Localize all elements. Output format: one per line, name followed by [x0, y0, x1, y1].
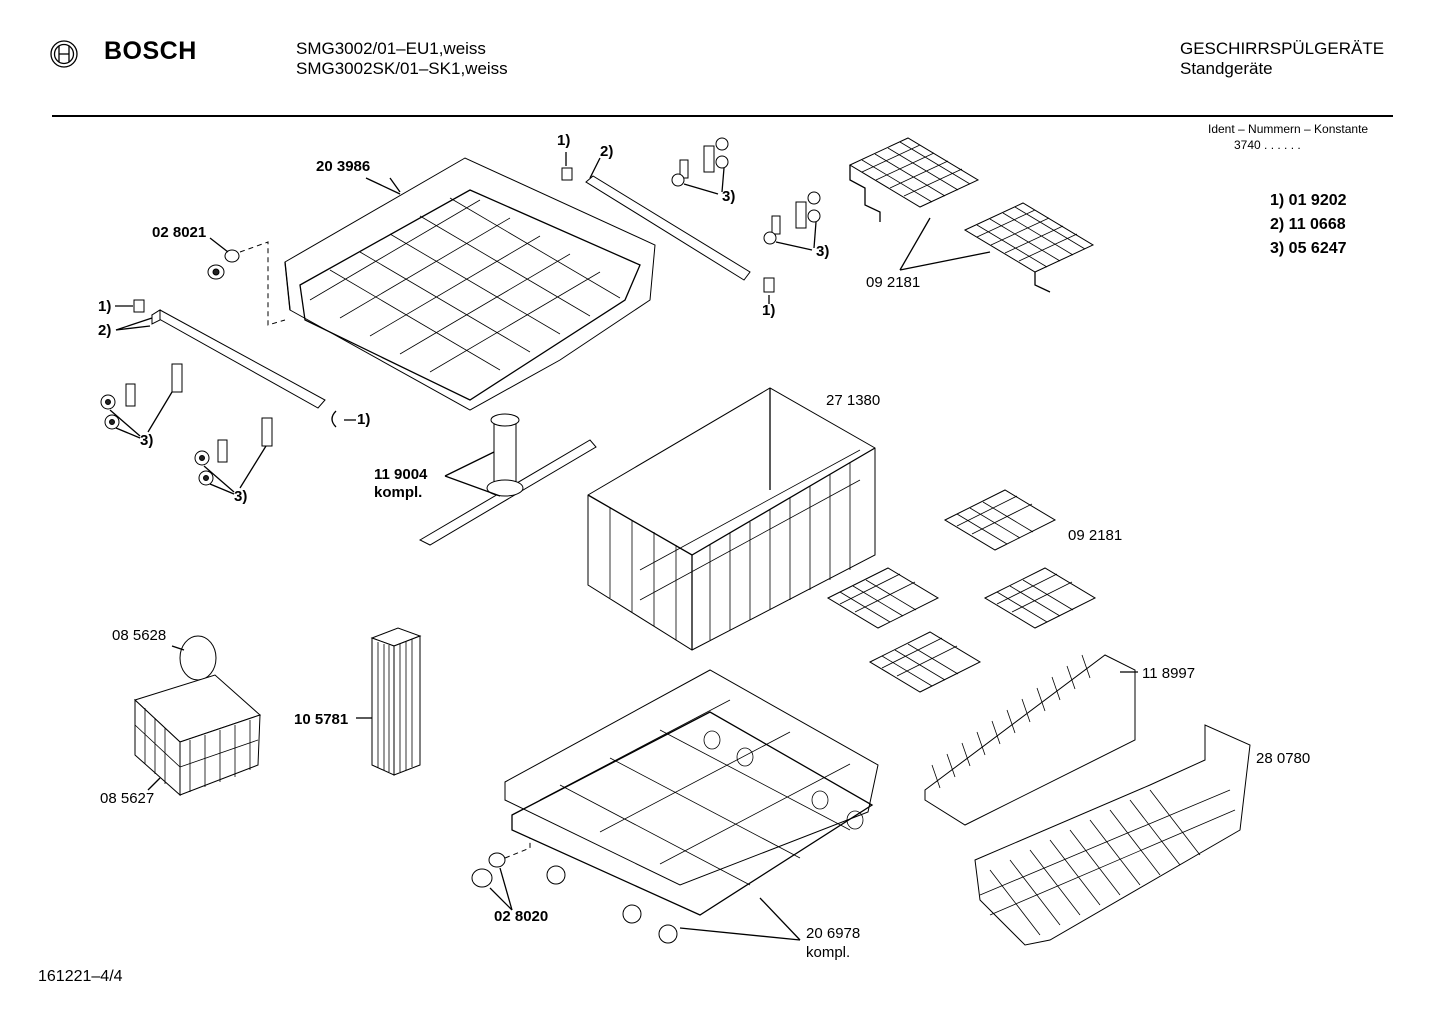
- leader-upper-basket: [365, 177, 401, 195]
- brand-name: BOSCH: [104, 37, 197, 65]
- top-bracket-group-a: [671, 137, 729, 187]
- label-spray-arm-suffix: kompl.: [374, 484, 423, 501]
- label-plate-rack: 27 1380: [826, 392, 881, 409]
- label-handle-basket: 08 5628: [112, 627, 167, 644]
- left-bracket-group-b: [194, 417, 273, 486]
- label-lower-basket: 20 6978: [806, 925, 861, 942]
- cup-shelf-top-a: [848, 137, 980, 222]
- left-rail-drawing: [133, 299, 326, 409]
- model-line-2: SMG3002SK/01–SK1,weiss: [296, 59, 508, 78]
- category-title: GESCHIRRSPÜLGERÄTE: [1180, 39, 1385, 58]
- label-tine-row: 11 8997: [1142, 665, 1196, 682]
- label-upper-basket: 20 3986: [316, 158, 371, 175]
- roller-b-drawing: [471, 852, 678, 944]
- callout-3-top-b: 3): [816, 243, 830, 260]
- label-cutlery-basket: 08 5627: [100, 790, 155, 807]
- roller-a-dashed-path: [239, 241, 286, 326]
- roller-a-drawing: [207, 249, 240, 280]
- plate-rack-drawing: [587, 387, 876, 651]
- callout-1-right: 1): [762, 302, 776, 319]
- callout-2-top: 2): [600, 143, 614, 160]
- insert-basket-drawing: [974, 724, 1251, 946]
- callout-1-top: 1): [557, 132, 571, 149]
- callout-3-top-a: 3): [722, 188, 736, 205]
- model-line-1: SMG3002/01–EU1,weiss: [296, 39, 486, 58]
- legend-item-1: 1) 01 9202: [1270, 192, 1347, 209]
- bosch-logo: [48, 38, 80, 75]
- left-bracket-group-a: [100, 363, 183, 430]
- legend-item-2: 2) 11 0668: [1270, 216, 1346, 233]
- rail-end-cap: [331, 410, 337, 428]
- cutlery-basket-drawing: [134, 635, 261, 797]
- label-lower-basket-suffix: kompl.: [806, 944, 851, 961]
- roller-b-dashed-path: [504, 838, 531, 859]
- callout-2-left: 2): [98, 322, 112, 339]
- doc-number: 161221–4/4: [38, 968, 123, 985]
- cup-shelf-mid-b: [826, 567, 940, 629]
- legend-item-3: 3) 05 6247: [1270, 240, 1347, 257]
- header-divider: [52, 115, 1393, 117]
- ident-value: 3740 . . . . . .: [1234, 138, 1301, 152]
- label-insert-basket: 28 0780: [1256, 750, 1311, 767]
- label-cup-shelf-top: 09 2181: [866, 274, 921, 291]
- label-roller-a: 02 8021: [152, 224, 207, 241]
- spray-arm-drawing: [418, 413, 597, 546]
- label-cup-shelf-mid: 09 2181: [1068, 527, 1123, 544]
- lower-basket-drawing: [504, 669, 879, 916]
- cup-shelf-mid-a: [943, 489, 1057, 551]
- bosch-armature-icon: [50, 40, 78, 68]
- subcategory-title: Standgeräte: [1180, 59, 1273, 78]
- ident-label: Ident – Nummern – Konstante: [1208, 122, 1369, 136]
- cup-shelf-mid-c: [983, 567, 1097, 629]
- label-spray-arm: 11 9004: [374, 466, 428, 483]
- label-filter-column: 10 5781: [294, 711, 349, 728]
- callout-1-left: 1): [98, 298, 112, 315]
- cup-shelf-top-b: [963, 202, 1095, 293]
- cup-shelf-mid-d: [868, 631, 982, 693]
- upper-basket-drawing: [284, 157, 656, 411]
- filter-column-drawing: [370, 627, 422, 776]
- callout-3-left-b: 3): [234, 488, 248, 505]
- label-roller-b: 02 8020: [494, 908, 549, 925]
- top-bracket-group-b: [763, 191, 821, 245]
- tine-row-drawing: [924, 654, 1136, 826]
- callout-3-left-a: 3): [140, 432, 154, 449]
- callout-1-rail-end: 1): [357, 411, 371, 428]
